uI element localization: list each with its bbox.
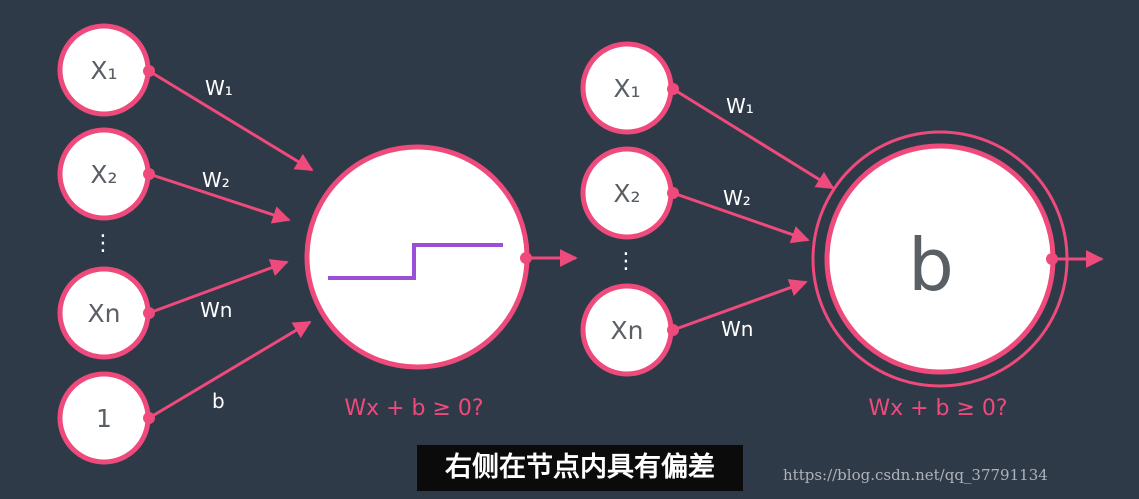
left-input-x1: X₁ <box>57 23 155 117</box>
subtitle-caption: 右侧在节点内具有偏差 <box>417 445 743 491</box>
right-edge-xn <box>672 279 808 332</box>
right-input-x2-label: X₂ <box>613 179 640 208</box>
left-activation-node <box>304 144 532 370</box>
left-weight-b: b <box>212 389 225 413</box>
left-input-x2: X₂ <box>57 127 155 221</box>
right-input-x2: X₂ <box>580 146 679 240</box>
left-weight-w1: W₁ <box>205 76 233 100</box>
right-perceptron: X₁ X₂ ⋮ Xn W₁ W₂ Wn b W <box>580 41 1104 421</box>
left-input-x1-label: X₁ <box>90 56 117 85</box>
right-bias-node: b <box>811 130 1069 388</box>
left-perceptron: X₁ X₂ ⋮ Xn 1 W₁ W₂ Wn b <box>57 23 578 465</box>
left-input-bias: 1 <box>57 371 155 465</box>
right-weight-w2: W₂ <box>723 186 751 210</box>
left-formula: Wx + b ≥ 0? <box>344 396 483 421</box>
right-ellipsis: ⋮ <box>615 249 637 274</box>
right-edge-x2 <box>672 191 810 244</box>
left-edges <box>148 69 578 420</box>
right-input-xn-label: Xn <box>611 316 644 345</box>
right-input-xn: Xn <box>580 283 679 377</box>
left-weight-w2: W₂ <box>202 168 230 192</box>
right-bias-node-label: b <box>908 223 954 307</box>
right-weight-w1: W₁ <box>726 94 754 118</box>
watermark: https://blog.csdn.net/qq_37791134 <box>783 466 1048 484</box>
right-weight-wn: Wn <box>721 317 753 341</box>
left-edge-xn <box>148 259 289 315</box>
left-input-x2-label: X₂ <box>90 160 117 189</box>
left-input-xn: Xn <box>57 266 155 360</box>
left-edge-x2 <box>148 172 291 224</box>
left-ellipsis: ⋮ <box>92 231 114 256</box>
right-formula: Wx + b ≥ 0? <box>868 396 1007 421</box>
left-weight-wn: Wn <box>200 298 232 322</box>
left-edge-bias <box>148 320 312 420</box>
right-edges <box>672 87 1104 332</box>
left-input-bias-label: 1 <box>96 404 112 433</box>
left-input-xn-label: Xn <box>88 299 121 328</box>
right-edge-x1 <box>672 87 835 190</box>
right-input-x1: X₁ <box>580 41 679 135</box>
left-edge-x1 <box>148 69 314 172</box>
right-input-x1-label: X₁ <box>613 74 640 103</box>
step-function-icon <box>328 243 503 280</box>
